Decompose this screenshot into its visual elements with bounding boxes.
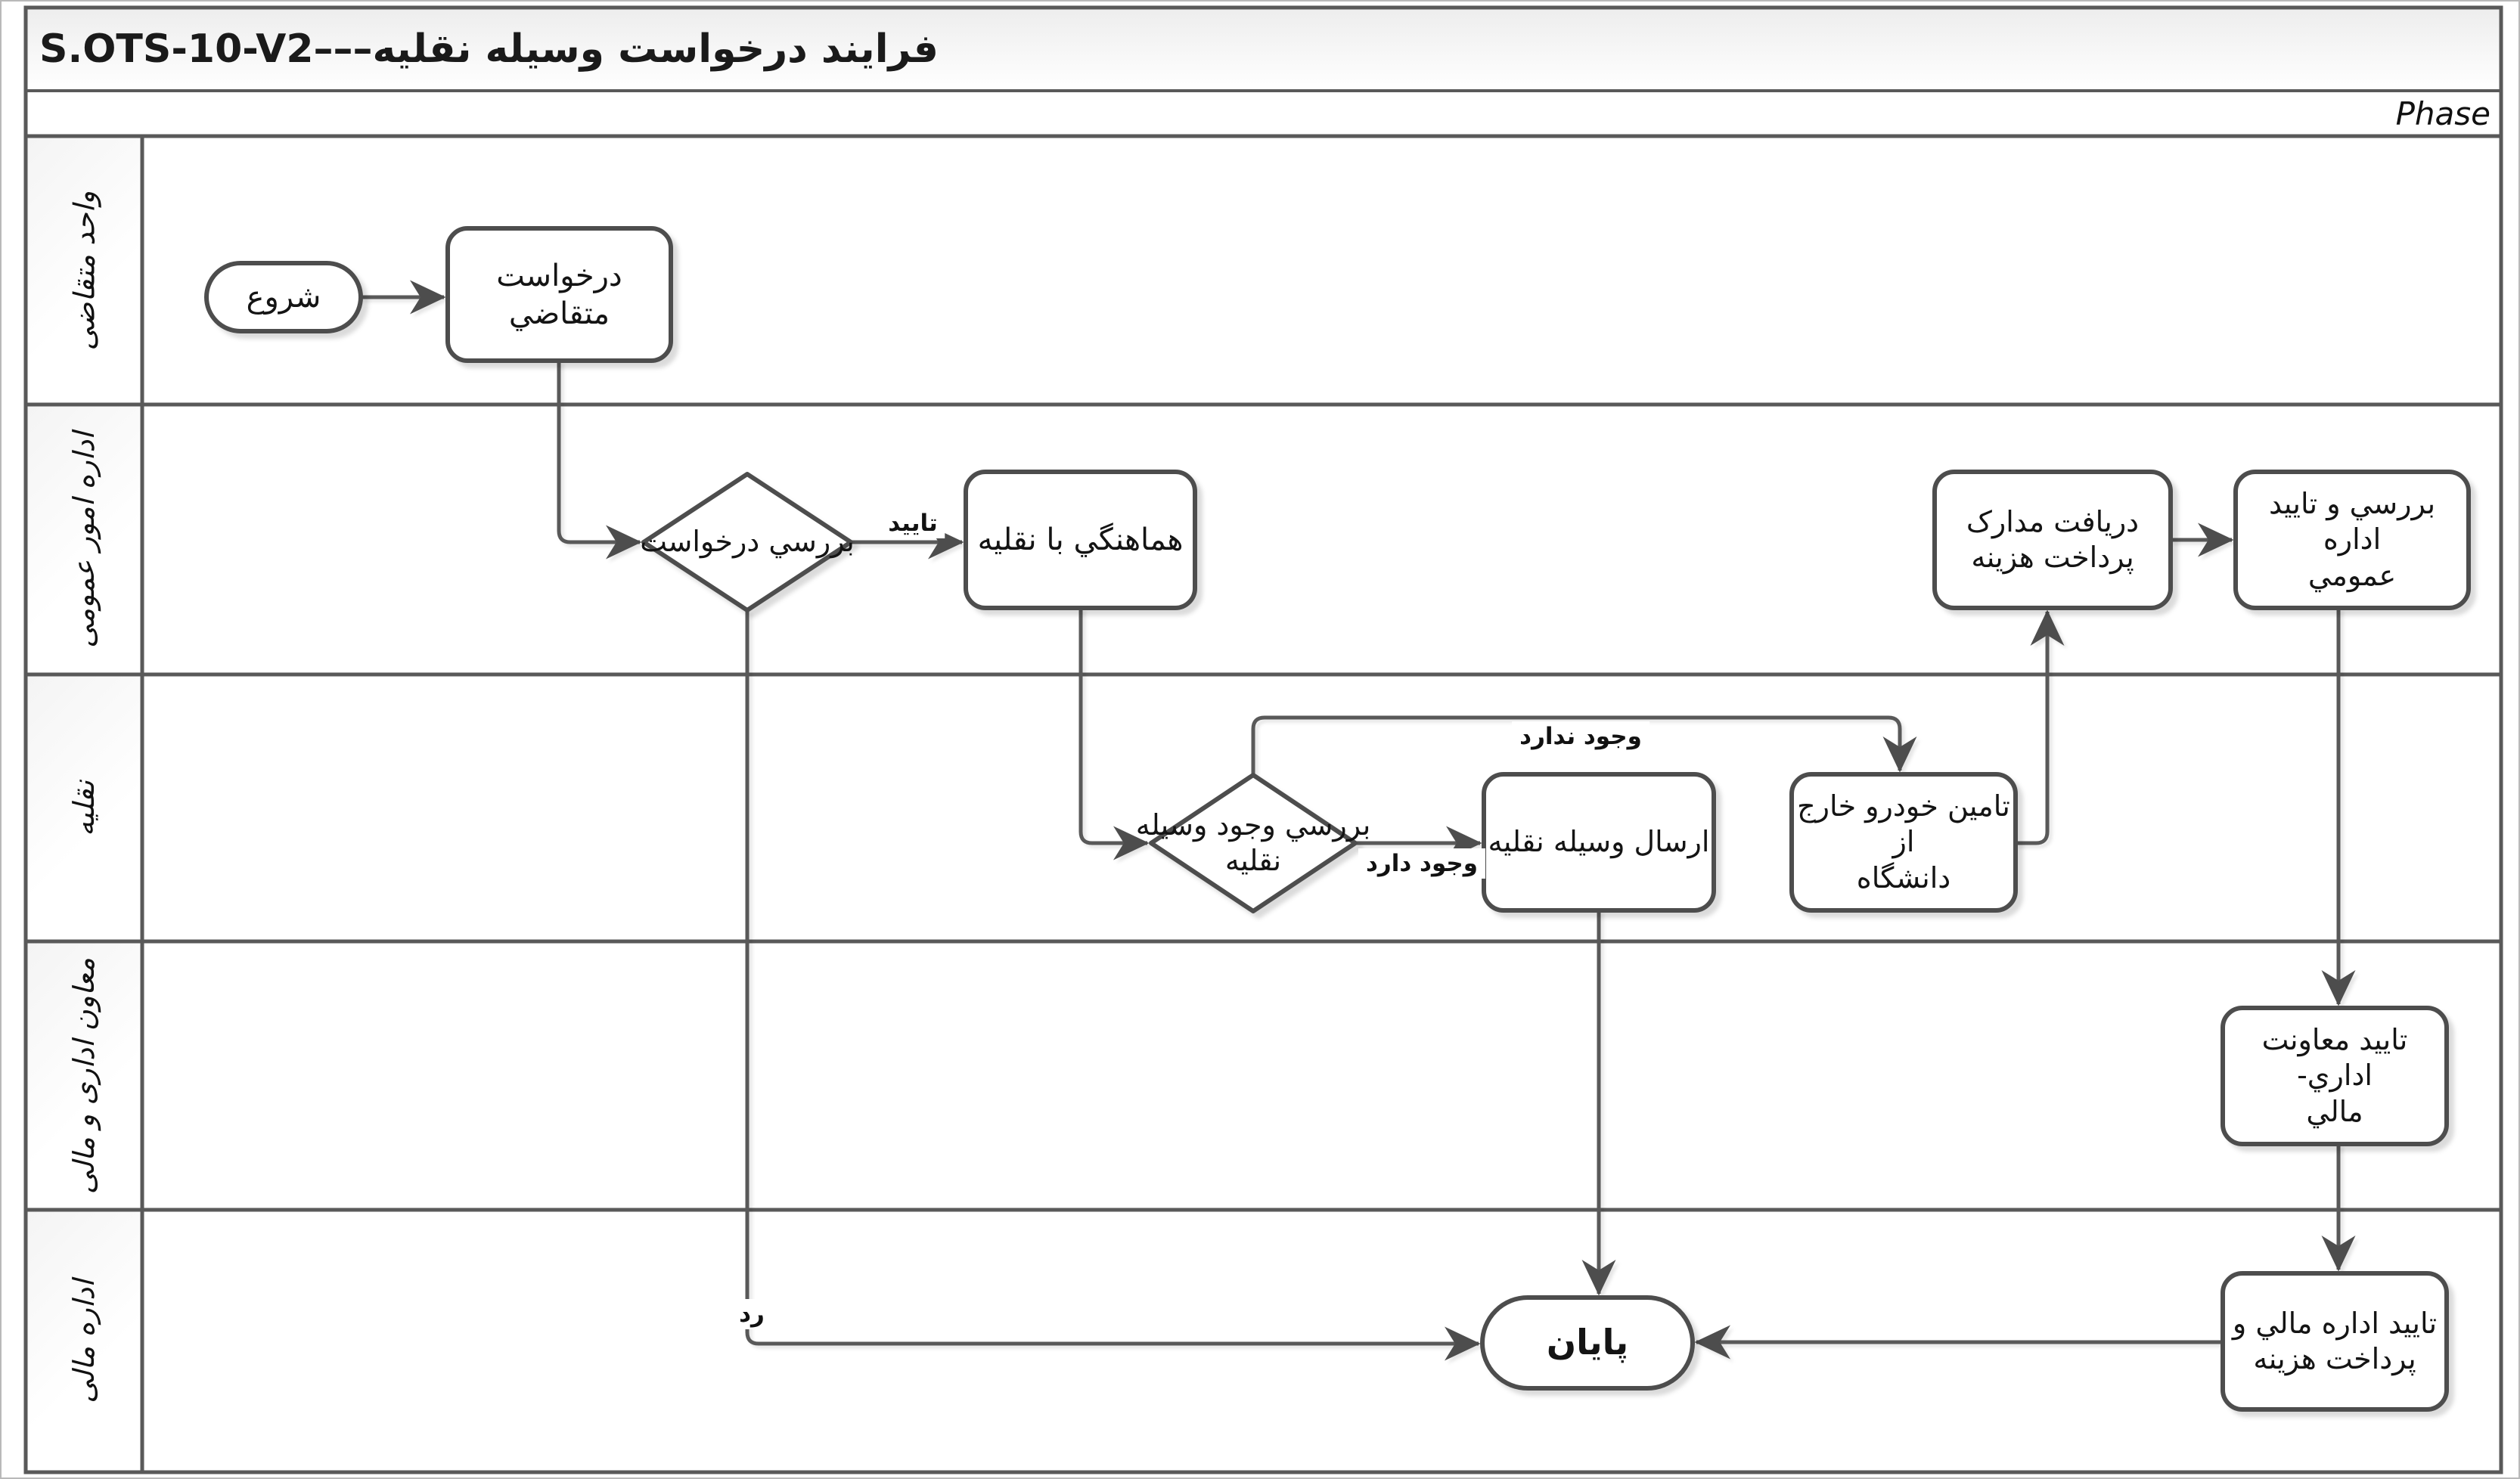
external-car-node-label: تامين خودرو خارج از دانشگاه [1797,789,2010,895]
lane-label: اداره امور عمومی [67,431,101,648]
lane-label: نقليه [67,780,101,836]
lane-label: معاون اداری و مالی [67,957,101,1194]
edge-review-reject-to-end [745,610,1481,1361]
general-approve-node-label: بررسي و تاييد اداره عمومي [2268,486,2436,592]
edge-label-exists: وجود دارد [1358,848,1486,879]
phase-label: Phase [2395,95,2491,132]
edge-external-to-receive-docs [2016,609,2065,845]
lane-label: واحد متقاضی [67,191,101,350]
diagram-frame [23,5,2503,1474]
lane-label: اداره مالی [67,1279,101,1403]
coordinate-node-label: هماهنگي با نقليه [977,522,1184,557]
review-request-node-label: بررسي درخواست [640,525,855,559]
receive-docs-node-label: دريافت مدارک پرداخت هزينه [1966,504,2140,575]
lane-header-requesting-unit: واحد متقاضی [27,138,141,403]
page-title: فرايند درخواست وسيله نقليه–––S.OTS-10-V2 [39,26,939,72]
lane-header-general-affairs: اداره امور عمومی [27,406,141,673]
edge-label-not-exists: وجود ندارد [1512,721,1649,752]
start-node-label: شروع [246,280,321,315]
finance-approve-node-label: تاييد اداره مالي و پرداخت هزينه [2232,1306,2438,1376]
request-node-label: درخواست متقاضي [496,258,622,331]
phase-bar: Phase [26,91,2501,136]
end-node-label: پايان [1546,1322,1629,1363]
send-vehicle-node-label: ارسال وسيله نقليه [1488,825,1710,859]
lane-header-finance-office: اداره مالی [27,1211,141,1471]
lane-header-transport: نقليه [27,676,141,940]
edge-label-reject: رد [731,1299,772,1329]
check-vehicle-node-label: بررسي وجود وسيله نقليه [1135,808,1371,878]
title-bar: فرايند درخواست وسيله نقليه–––S.OTS-10-V2 [26,8,2501,91]
edge-label-approve: تاييد [880,508,945,538]
deputy-approve-node-label: تاييد معاونت اداري- مالي [2261,1022,2408,1128]
swimlane-grid [23,5,2503,1474]
lane-header-admin-finance-deputy: معاون اداری و مالی [27,943,141,1208]
